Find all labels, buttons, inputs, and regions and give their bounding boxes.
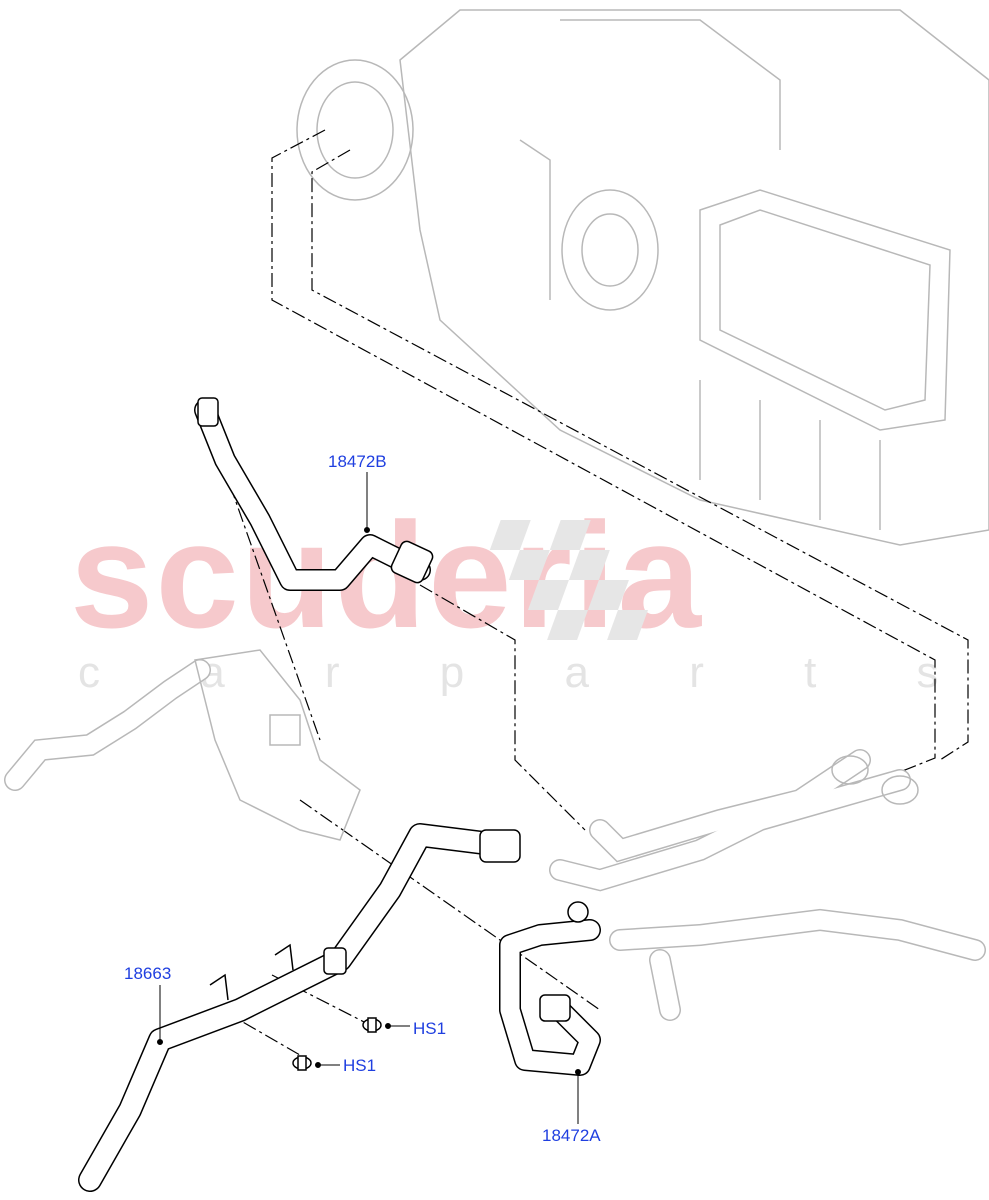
watermark-checker [489, 520, 648, 640]
hvac-unit [296, 9, 989, 546]
hose-18472A [499, 901, 601, 1076]
hose-18663 [78, 823, 521, 1192]
callout-18472B[interactable]: 18472B [328, 452, 387, 471]
bolt-hs1-upper [362, 1017, 382, 1033]
bolt-hs1-lower [292, 1055, 312, 1071]
callout-hs1-upper[interactable]: HS1 [413, 1019, 447, 1038]
callout-hs1-lower[interactable]: HS1 [343, 1056, 377, 1075]
callout-18663[interactable]: 18663 [124, 964, 172, 983]
callout-18472A[interactable]: 18472A [542, 1126, 601, 1145]
callout-leaders [157, 472, 581, 1124]
hose-18472B [194, 397, 434, 591]
heater-valve [194, 649, 919, 841]
